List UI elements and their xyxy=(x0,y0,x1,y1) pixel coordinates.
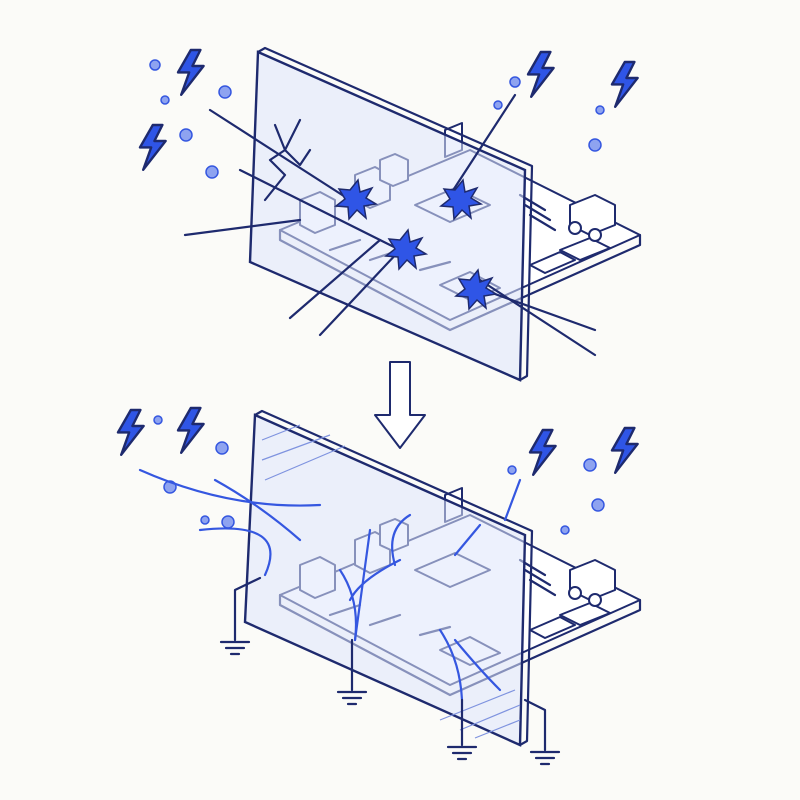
ground-symbol-icon xyxy=(336,690,368,706)
particle-icon xyxy=(149,59,605,179)
crack-lines xyxy=(263,118,312,202)
ground-wires xyxy=(219,576,561,766)
shield-hatching xyxy=(261,424,521,739)
ground-symbol-icon xyxy=(529,750,561,766)
glass-panel-edge xyxy=(256,46,534,382)
ground-symbol-icon xyxy=(219,640,251,656)
unshielded-panel-scene xyxy=(138,46,642,382)
diverted-current-arrows xyxy=(138,468,522,702)
down-arrow-icon xyxy=(374,361,426,449)
ground-symbol-icon xyxy=(446,745,478,761)
particle-icon xyxy=(153,415,605,535)
shield-panel-edge xyxy=(253,409,534,747)
impact-burst-icon xyxy=(334,178,499,311)
shielded-panel-scene xyxy=(116,406,642,766)
